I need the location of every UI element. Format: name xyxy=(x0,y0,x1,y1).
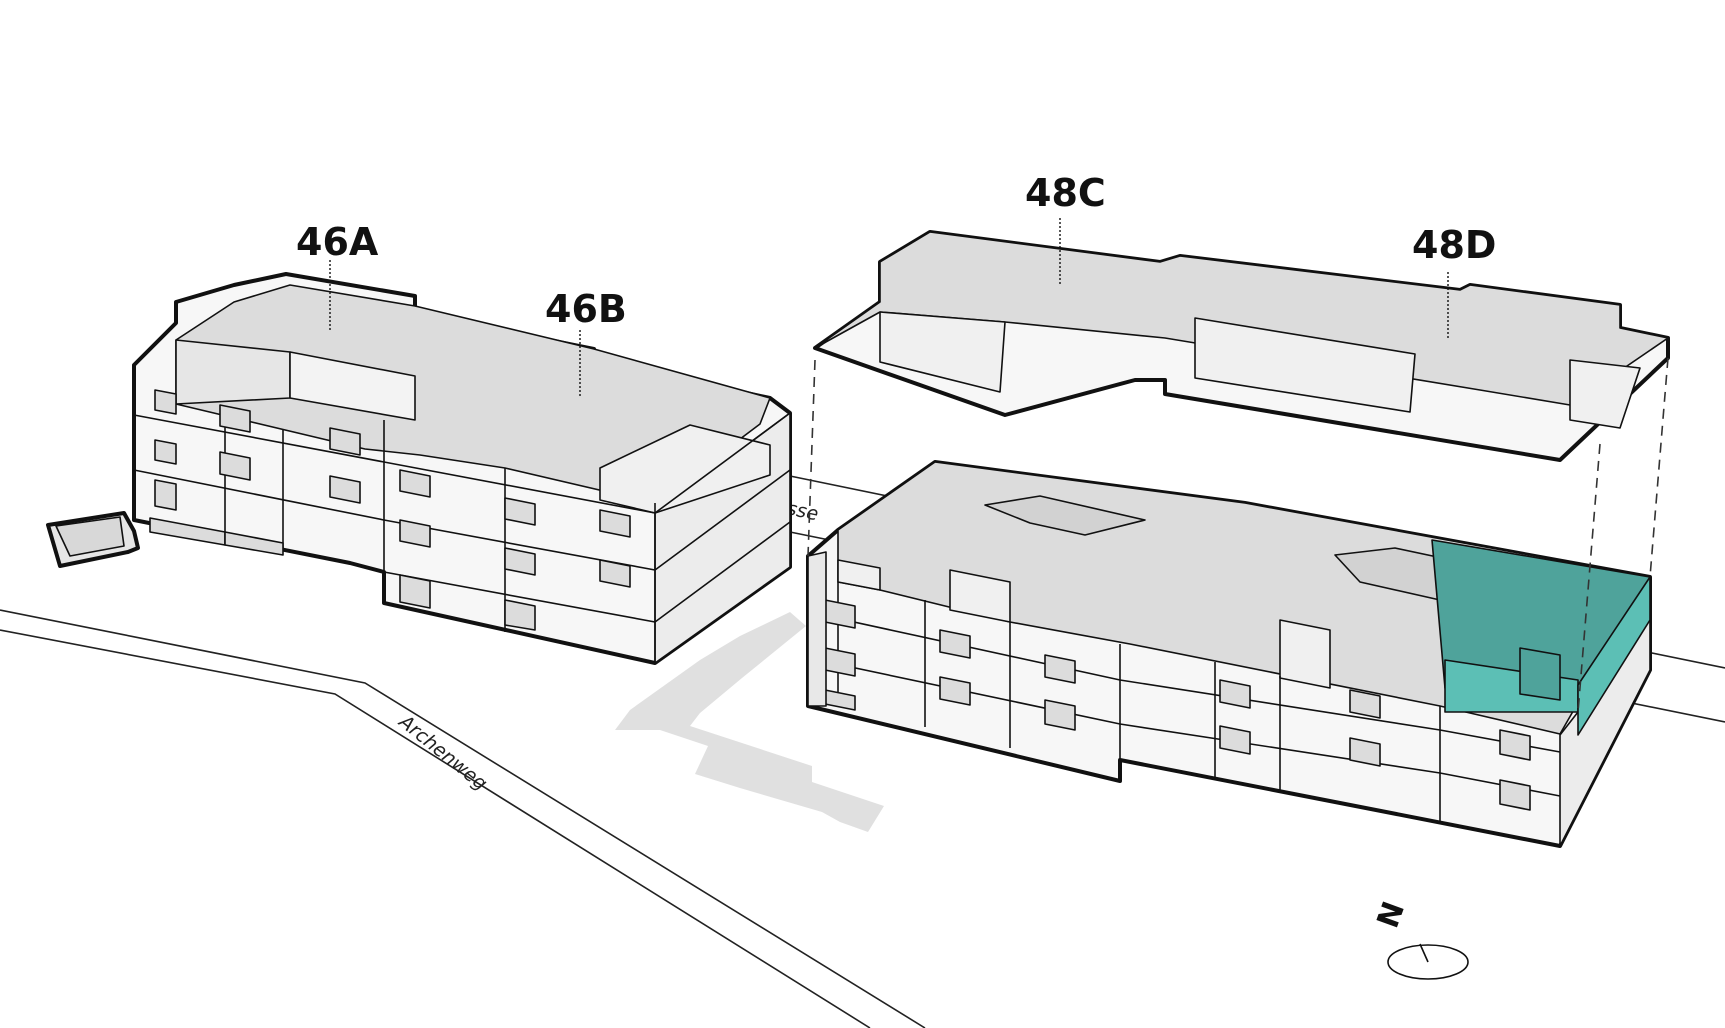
projection-lines xyxy=(807,357,1669,713)
roof-floor-48-exploded xyxy=(807,218,1670,713)
highlighted-unit-balcony xyxy=(1519,647,1561,701)
building-label-46b: 46B xyxy=(545,287,627,331)
archenweg-edge-north xyxy=(0,609,926,1028)
highlighted-unit-east xyxy=(1577,576,1651,736)
building-48 xyxy=(806,460,1652,848)
building-46-roof-step xyxy=(175,339,291,405)
building-46-roof-court xyxy=(289,351,416,421)
roof-floor-48-court-east xyxy=(1194,317,1416,413)
compass-circle xyxy=(1387,944,1469,980)
building-48-west-frame xyxy=(807,551,827,707)
roof-floor-48-roof xyxy=(814,231,1669,406)
terrace-west xyxy=(46,511,140,568)
building-46-roof xyxy=(175,284,771,504)
compass-needle xyxy=(1419,943,1429,963)
building-46 xyxy=(132,260,792,665)
building-label-46a: 46A xyxy=(296,220,379,264)
archenweg-edge-south xyxy=(0,629,871,1028)
path-shadow xyxy=(615,612,884,832)
building-label-48d: 48D xyxy=(1412,223,1496,267)
north-compass: N xyxy=(1371,897,1469,980)
building-46-openings xyxy=(149,389,631,631)
building-46-terrace-east xyxy=(599,424,771,514)
building-48-step-1 xyxy=(837,559,881,591)
roof-floor-48-court-west xyxy=(879,311,1006,393)
building-48-step-3 xyxy=(1279,619,1331,689)
building-48-roof-recess-a xyxy=(984,495,1146,536)
building-label-48c: 48C xyxy=(1025,171,1106,215)
compass-north-label: N xyxy=(1371,897,1412,933)
roof-floor-48-court-far-east xyxy=(1569,359,1641,429)
